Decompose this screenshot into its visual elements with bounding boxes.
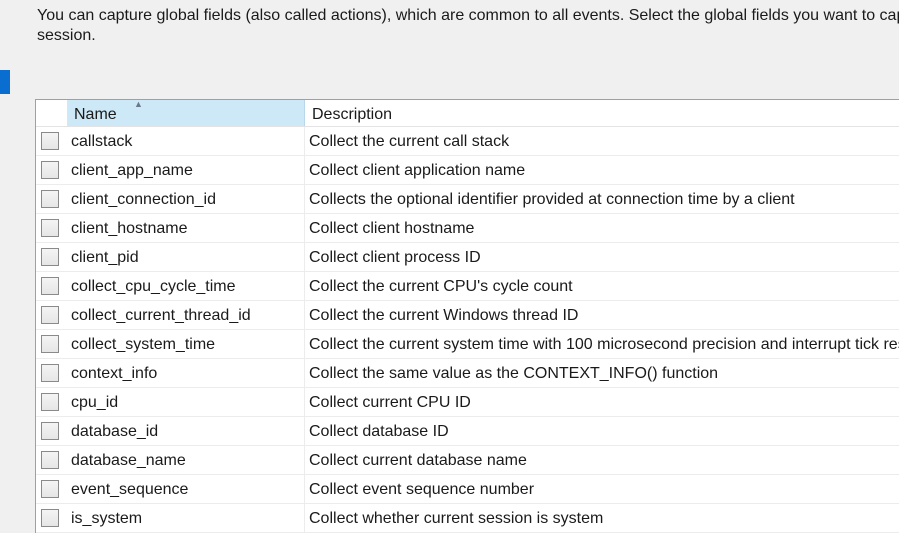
row-description: Collect the current call stack — [309, 133, 510, 150]
row-checkbox[interactable] — [41, 248, 59, 266]
row-name: client_pid — [68, 243, 305, 271]
row-checkbox[interactable] — [41, 509, 59, 527]
row-name: event_sequence — [68, 475, 305, 503]
row-check-cell — [36, 243, 68, 271]
row-checkbox[interactable] — [41, 335, 59, 353]
row-description: Collect whether current session is syste… — [309, 510, 604, 527]
row-name: client_hostname — [68, 214, 305, 242]
row-description: Collect client application name — [309, 162, 526, 179]
row-description: Collect the current system time with 100… — [309, 336, 899, 353]
selected-nav-indicator — [0, 70, 10, 94]
row-check-cell — [36, 475, 68, 503]
intro-line-1: You can capture global fields (also call… — [37, 7, 899, 24]
row-check-cell — [36, 417, 68, 445]
row-name: is_system — [68, 504, 305, 532]
row-check-cell — [36, 185, 68, 213]
row-checkbox[interactable] — [41, 132, 59, 150]
sort-ascending-icon: ▲ — [134, 99, 143, 109]
column-header-description-label: Description — [312, 106, 393, 123]
row-check-cell — [36, 330, 68, 358]
row-check-cell — [36, 301, 68, 329]
row-description: Collect current CPU ID — [309, 394, 471, 411]
row-description: Collects the optional identifier provide… — [309, 191, 795, 208]
row-description: Collect event sequence number — [309, 481, 535, 498]
row-description: Collect client hostname — [309, 220, 475, 237]
row-checkbox[interactable] — [41, 277, 59, 295]
row-checkbox[interactable] — [41, 306, 59, 324]
row-description: Collect the current Windows thread ID — [309, 307, 579, 324]
row-checkbox[interactable] — [41, 422, 59, 440]
row-name: collect_system_time — [68, 330, 305, 358]
row-check-cell — [36, 156, 68, 184]
row-checkbox[interactable] — [41, 480, 59, 498]
row-name: collect_current_thread_id — [68, 301, 305, 329]
row-checkbox[interactable] — [41, 219, 59, 237]
column-header-name[interactable]: ▲ Name — [68, 100, 305, 126]
row-name: callstack — [68, 127, 305, 155]
row-checkbox[interactable] — [41, 190, 59, 208]
row-checkbox[interactable] — [41, 364, 59, 382]
row-description: Collect the same value as the CONTEXT_IN… — [309, 365, 719, 382]
row-name: context_info — [68, 359, 305, 387]
row-name: client_app_name — [68, 156, 305, 184]
grid-header: ▲ Name Description — [36, 100, 899, 127]
row-checkbox[interactable] — [41, 161, 59, 179]
row-description: Collect current database name — [309, 452, 527, 469]
row-name: cpu_id — [68, 388, 305, 416]
row-checkbox[interactable] — [41, 451, 59, 469]
row-check-cell — [36, 214, 68, 242]
row-checkbox[interactable] — [41, 393, 59, 411]
row-description: Collect the current CPU's cycle count — [309, 278, 573, 295]
row-check-cell — [36, 127, 68, 155]
column-header-description[interactable]: Description — [305, 100, 899, 126]
intro-line-2: session. — [37, 27, 96, 44]
row-check-cell — [36, 446, 68, 474]
row-name: client_connection_id — [68, 185, 305, 213]
row-check-cell — [36, 359, 68, 387]
column-header-name-label: Name — [74, 106, 117, 123]
row-name: database_name — [68, 446, 305, 474]
row-check-cell — [36, 388, 68, 416]
intro-text: You can capture global fields (also call… — [37, 6, 899, 46]
row-name: database_id — [68, 417, 305, 445]
row-check-cell — [36, 504, 68, 532]
row-description: Collect database ID — [309, 423, 449, 440]
row-description: Collect client process ID — [309, 249, 481, 266]
header-check-column — [36, 100, 68, 126]
row-check-cell — [36, 272, 68, 300]
row-name: collect_cpu_cycle_time — [68, 272, 305, 300]
